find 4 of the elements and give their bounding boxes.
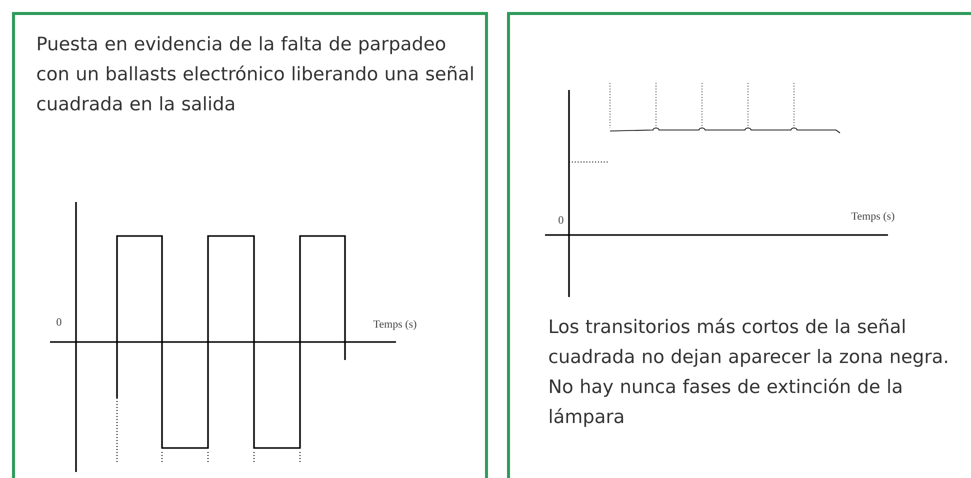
axis-label: Temps (s) [851, 212, 894, 222]
axis-origin-label: 0 [558, 216, 564, 224]
axis-label: Temps (s) [373, 320, 416, 330]
axis-origin-label: 0 [56, 318, 62, 326]
